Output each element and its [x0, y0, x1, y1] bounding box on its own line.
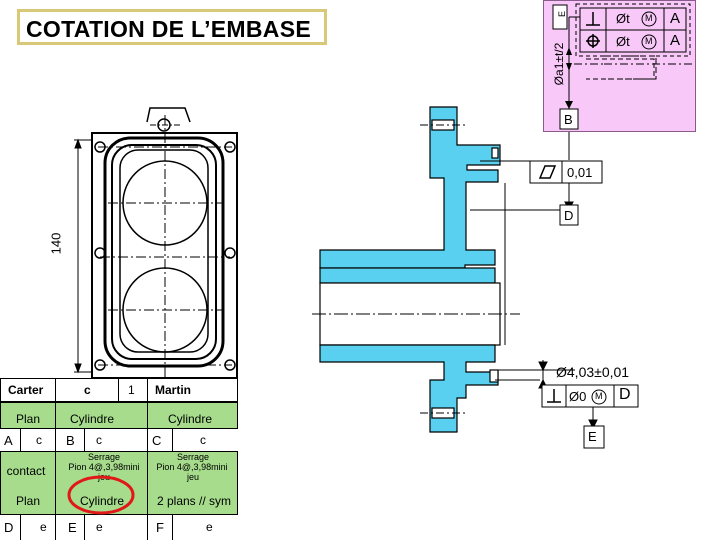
row2-mid-line1: Serrage — [87, 452, 121, 462]
row2-right-line2: Pion 4@,3,98mini — [156, 462, 228, 472]
row3-mid-title: Cylindre — [79, 494, 124, 508]
dimension-140: 140 — [48, 232, 64, 255]
row1-right-title: Cylindre — [167, 412, 212, 426]
table-header-name: Carter — [8, 383, 44, 397]
legend-row1-tolerance: Øt — [616, 11, 630, 26]
table-header — [0, 378, 238, 402]
table-header-c: c — [84, 383, 91, 397]
row3-mid-letter: E — [68, 520, 77, 535]
row2-left-title: contact — [6, 464, 46, 478]
legend-row2-modifier: M — [645, 36, 653, 46]
row1-mid-code: c — [96, 433, 102, 447]
row2-right-line1: Serrage — [176, 452, 210, 462]
section-view — [319, 106, 501, 433]
legend-row2-datum: A — [670, 32, 681, 49]
legend-row1-datum: A — [670, 10, 681, 27]
title-box: COTATION DE L’EMBASE — [17, 9, 327, 45]
row3-mid-code: e — [96, 520, 103, 534]
row3-left-title: Plan — [15, 494, 41, 508]
highlight-circle — [67, 475, 135, 515]
page-title: COTATION DE L’EMBASE — [26, 16, 311, 42]
perpendicularity-modifier: M — [595, 391, 603, 401]
datum-e: E — [588, 429, 597, 444]
legend-datum-b: B — [564, 112, 573, 127]
row3-left-code: e — [40, 520, 47, 534]
table-header-author: Martin — [155, 383, 191, 397]
table-header-number: 1 — [128, 383, 135, 397]
legend-row2-tolerance: Øt — [616, 34, 630, 49]
datum-table: Carter c 1 Martin Plan Cylindre Cylindre… — [0, 378, 238, 540]
row3-right-letter: F — [156, 520, 164, 535]
row1-mid-letter: B — [66, 433, 75, 448]
flatness-value: 0,01 — [567, 165, 593, 180]
legend-row1-modifier: M — [645, 13, 653, 23]
perpendicularity-datum: D — [619, 386, 631, 403]
perpendicularity-value: Ø0 — [569, 389, 587, 404]
row1-right-letter: C — [152, 433, 162, 448]
plan-view — [74, 107, 238, 385]
row3-right-title: 2 plans // sym — [156, 494, 232, 508]
row1-left-code: c — [36, 433, 42, 447]
row2-mid-line2: Pion 4@,3,98mini — [68, 462, 140, 472]
row3-left-letter: D — [4, 520, 14, 535]
row1-right-code: c — [200, 433, 206, 447]
row1-mid-title: Cylindre — [69, 412, 114, 426]
row2-right-line3: jeu — [186, 472, 199, 482]
dimension-diameter: Ø4,03±0,01 — [556, 364, 630, 380]
datum-d: D — [564, 208, 574, 223]
row1-left-title: Plan — [15, 412, 41, 426]
row1-left-letter: A — [4, 433, 13, 448]
row3-right-code: e — [206, 520, 213, 534]
legend-panel: E Øa1±t/2 Øt M A Øt M A B — [543, 0, 696, 132]
legend-diagram — [552, 3, 694, 130]
